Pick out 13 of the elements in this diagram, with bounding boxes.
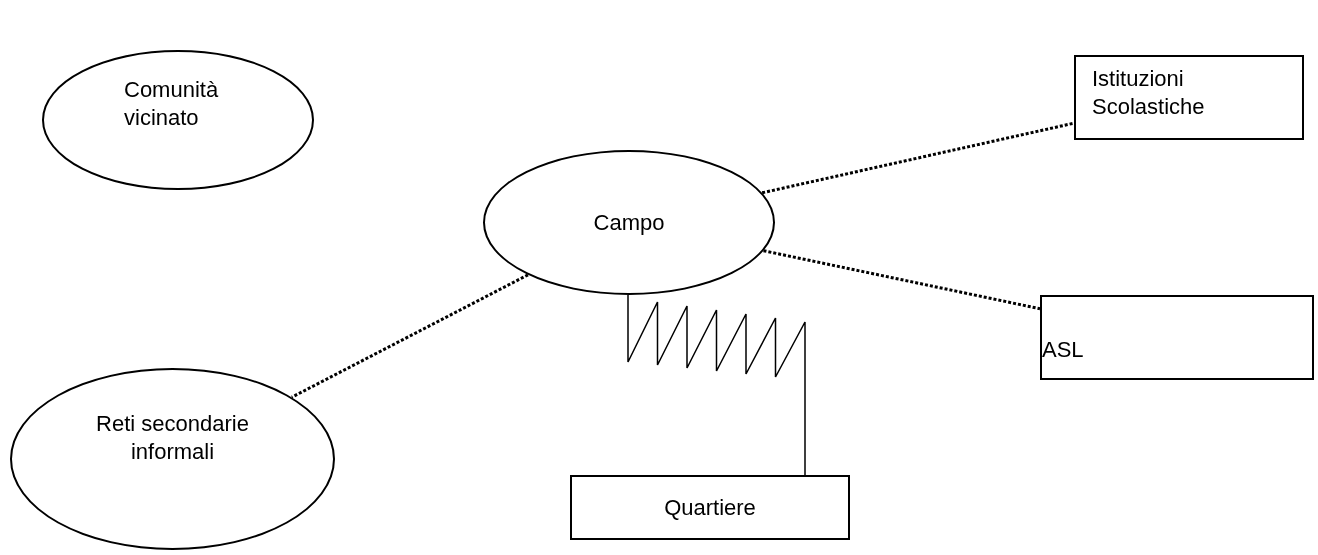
district-box <box>570 475 850 540</box>
node-label: Reti secondarie informali <box>95 410 250 466</box>
asl-box <box>1040 295 1314 380</box>
dotted-connector <box>291 273 529 399</box>
node-label: Istituzioni Scolastiche <box>1092 65 1206 121</box>
node-label: Comunità vicinato <box>124 76 220 132</box>
node-label: Campo <box>593 208 665 237</box>
node-label: ASL <box>1042 335 1084 364</box>
dotted-connector <box>761 121 1075 195</box>
institution-box <box>1074 55 1304 140</box>
zigzag-connector <box>627 294 806 476</box>
node-label: Quartiere <box>664 493 756 522</box>
dotted-connector <box>763 249 1041 311</box>
